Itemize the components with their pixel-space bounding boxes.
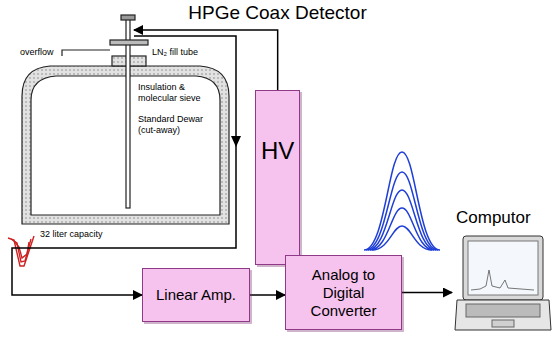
flange (110, 40, 148, 45)
amplifier-box: Linear Amp. (142, 268, 250, 322)
signal-arrow (402, 292, 452, 293)
laptop-computer (455, 236, 551, 330)
dewar-detector: overflow LN₂ fill tubeInsulation & molecu… (0, 20, 232, 248)
connector-line (134, 30, 278, 90)
connector-line (12, 36, 236, 295)
label-slot: LN₂ fill tube (152, 47, 198, 58)
dewar-illustration (22, 15, 229, 224)
fill-tube (126, 18, 130, 208)
tube-cap (121, 15, 135, 20)
box-label: Linear Amp. (156, 286, 236, 304)
box-label: HV (261, 137, 294, 166)
part-label: Standard Dewar (cut-away) (138, 114, 218, 136)
power-supply-box: HV (255, 90, 300, 265)
box-label: Analog to Digital Converter (291, 266, 396, 320)
spectrum-peaks (364, 152, 440, 250)
part-label: Insulation & molecular sieve (138, 82, 204, 104)
part-label: 32 liter capacity (40, 229, 103, 240)
part-label: LN₂ fill tube (152, 47, 198, 58)
part-label: overflow (20, 47, 54, 58)
label-slot: overflow (20, 47, 54, 58)
label-slot: Standard Dewar (cut-away) (138, 114, 218, 136)
connector-line (402, 292, 452, 294)
part-label: Computor (456, 208, 531, 228)
overflow-pipe (62, 50, 110, 56)
mid-arrowhead (231, 136, 241, 147)
label-slot: Computor (456, 208, 531, 228)
diagram-title: HPGe Coax Detector (0, 0, 555, 24)
connector-line (250, 294, 285, 296)
signal-arrow (12, 36, 241, 295)
signal-arrow (134, 30, 278, 90)
converter-box: Analog to Digital Converter (285, 255, 402, 330)
signal-arrow (250, 295, 285, 296)
label-slot: Insulation & molecular sieve (138, 82, 204, 104)
computer-node: Computor (452, 205, 552, 337)
label-slot: 32 liter capacity (40, 229, 103, 240)
